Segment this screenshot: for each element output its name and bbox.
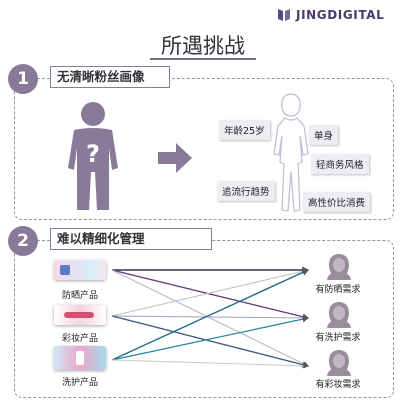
- section-1-box: [14, 78, 394, 220]
- jing-logo-icon: [278, 9, 290, 21]
- product-image-makeup: [54, 305, 106, 325]
- need-makeup: 有彩妆需求: [315, 380, 361, 390]
- section-2-heading: 难以精细化管理: [50, 228, 212, 250]
- arrow-right-icon: [158, 143, 192, 173]
- woman-avatar-icon: [327, 254, 351, 280]
- product-image-sunscreen: [54, 260, 106, 280]
- unknown-person-icon: ?: [68, 102, 118, 210]
- tag-age: 年龄25岁: [219, 120, 270, 140]
- tag-trend: 追流行趋势: [217, 181, 275, 201]
- need-haircare: 有洗护需求: [315, 333, 361, 343]
- product-label-makeup: 彩妆产品: [61, 334, 98, 344]
- svg-text:?: ?: [86, 140, 100, 168]
- brand-logo: JINGDIGITAL: [276, 6, 384, 24]
- product-image-haircare: [54, 346, 106, 370]
- section-1-number: 1: [8, 64, 38, 94]
- product-label-sunscreen: 防晒产品: [61, 291, 98, 301]
- section-2-number: 2: [8, 226, 38, 256]
- need-sunscreen: 有防晒需求: [315, 285, 361, 295]
- tag-value-consumption: 高性价比消费: [303, 192, 371, 212]
- woman-silhouette-icon: [273, 93, 309, 212]
- brand-name: JINGDIGITAL: [296, 8, 385, 22]
- page-title: 所遇挑战: [161, 34, 245, 58]
- section-1-heading: 无清晰粉丝画像: [50, 66, 170, 88]
- woman-avatar-icon: [327, 302, 351, 328]
- product-label-haircare: 洗护产品: [61, 378, 98, 388]
- title-underline: [150, 58, 256, 60]
- tag-business-style: 轻商务风格: [311, 154, 369, 174]
- woman-avatar-icon: [327, 350, 351, 376]
- tag-single: 单身: [309, 125, 339, 145]
